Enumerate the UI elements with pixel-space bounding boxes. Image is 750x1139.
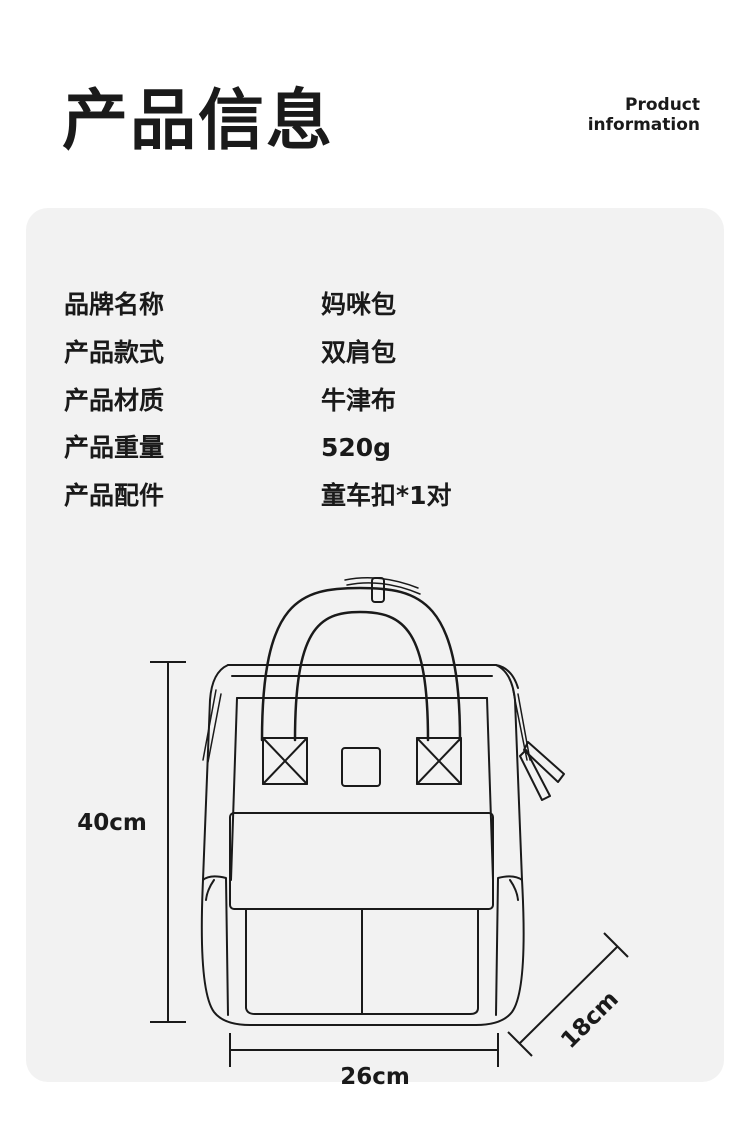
subtitle-line-2: information	[587, 115, 700, 135]
page-subtitle: Product information	[588, 95, 700, 135]
depth-dimension-line	[507, 932, 629, 1057]
spec-label: 产品材质	[64, 386, 165, 415]
spec-label: 品牌名称	[64, 290, 165, 319]
spec-label: 产品重量	[64, 433, 165, 462]
width-dimension-line	[229, 1033, 499, 1067]
spec-value: 牛津布	[321, 386, 397, 415]
height-dimension-line	[150, 661, 186, 1023]
height-label: 40cm	[77, 810, 147, 836]
page-title: 产品信息	[62, 82, 334, 159]
spec-value: 童车扣*1对	[321, 481, 452, 510]
spec-label: 产品配件	[64, 481, 165, 510]
backpack-outline	[200, 577, 565, 1026]
spec-value: 520g	[321, 433, 392, 462]
width-label: 26cm	[340, 1064, 410, 1090]
spec-value: 双肩包	[321, 338, 397, 367]
spec-value: 妈咪包	[321, 290, 397, 319]
subtitle-line-1: Product	[625, 95, 700, 115]
spec-label: 产品款式	[64, 338, 165, 367]
